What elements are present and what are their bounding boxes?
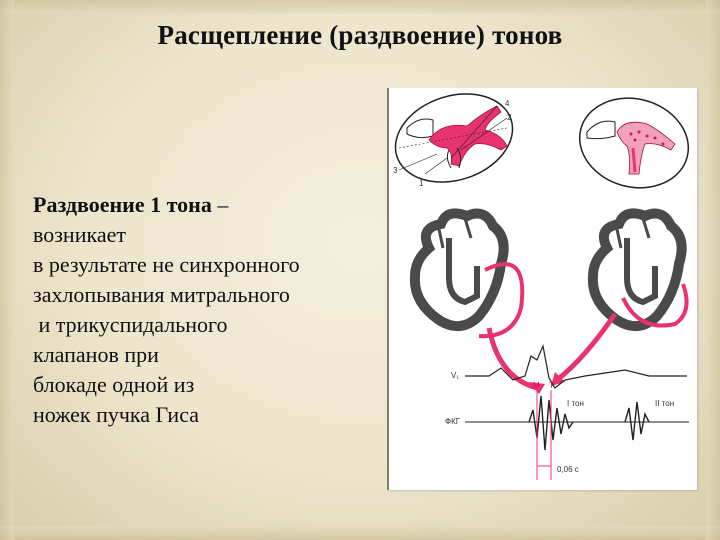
ecg-trace: V₁ <box>451 343 687 389</box>
ecg-label: V₁ <box>451 371 459 380</box>
callout-4: 4 <box>505 99 510 108</box>
valve-diagram-left: 4 2 3 1 <box>393 93 514 188</box>
pcg-label: ФКГ <box>445 417 461 426</box>
heart-diagram-right <box>587 208 689 331</box>
slide-frame-bottom <box>0 526 720 540</box>
body-line-7: ножек пучка Гиса <box>33 402 199 427</box>
tone-1-label: I тон <box>567 399 584 408</box>
callout-1: 1 <box>419 179 424 188</box>
body-term-dash: – <box>211 192 229 217</box>
slide-frame-top <box>0 0 720 14</box>
heart-diagram-left <box>409 208 525 339</box>
body-line-2: в результате не синхронного <box>33 252 300 277</box>
callout-3: 3 <box>393 166 398 175</box>
body-line-4: и трикуспидального <box>33 312 228 337</box>
body-line-3: захлопывания митрального <box>33 282 290 307</box>
body-line-1: возникает <box>33 222 126 247</box>
slide-frame-right <box>706 0 720 540</box>
body-line-5: клапанов при <box>33 342 159 367</box>
slide-body-text: Раздвоение 1 тона – возникает в результа… <box>33 190 383 430</box>
slide-frame-left <box>0 0 14 540</box>
valve-diagram-right <box>578 97 690 189</box>
body-line-0: Раздвоение 1 тона – <box>33 190 383 220</box>
callout-2: 2 <box>507 113 512 122</box>
m-marker: M <box>533 381 540 390</box>
pcg-trace: ФКГ I тон II тон M T 0,06 с <box>445 381 689 480</box>
interval-label: 0,06 с <box>557 465 579 474</box>
tone-2-label: II тон <box>655 399 674 408</box>
body-term: Раздвоение 1 тона <box>33 192 212 217</box>
body-line-6: блокаде одной из <box>33 372 195 397</box>
t-marker: T <box>549 381 554 390</box>
heart-sound-illustration: 4 2 3 1 <box>387 88 697 490</box>
illustration-svg: 4 2 3 1 <box>393 93 690 480</box>
slide-title: Расщепление (раздвоение) тонов <box>157 20 563 50</box>
